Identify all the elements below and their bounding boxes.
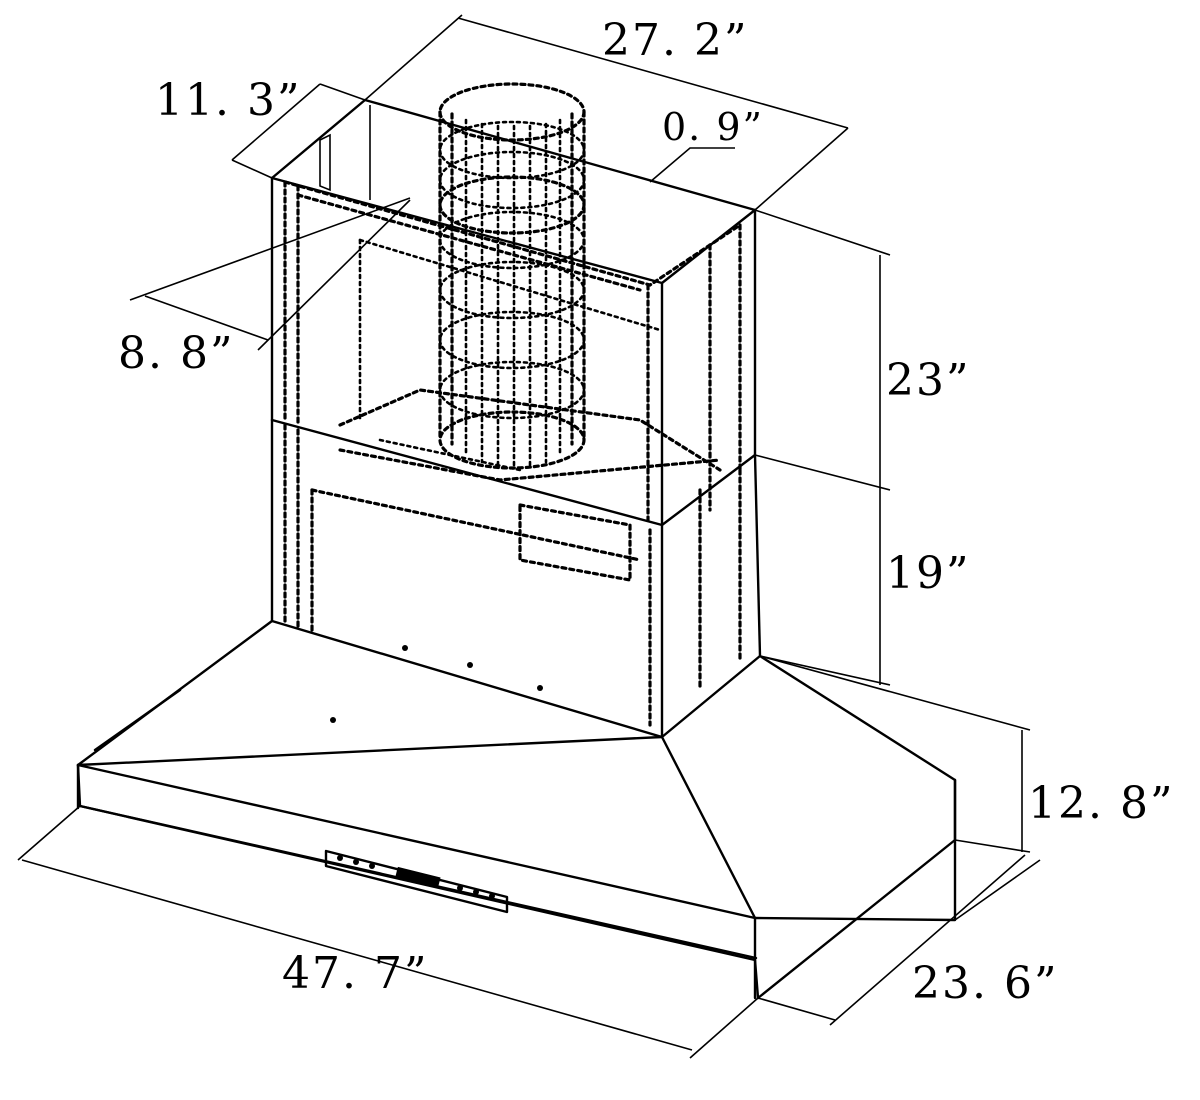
label-hood-width: 47. 7” <box>282 948 428 999</box>
hood-right-bottom-edge <box>756 838 957 1000</box>
label-inner-depth: 8. 8” <box>118 328 234 379</box>
control-panel <box>324 849 509 914</box>
lower-chimney <box>270 418 762 739</box>
filter-cylinder <box>438 82 586 470</box>
label-hood-height: 12. 8” <box>1028 778 1174 829</box>
label-chimney-width: 27. 2” <box>602 15 748 66</box>
label-chimney-depth: 11. 3” <box>155 75 301 126</box>
dimension-lines <box>17 14 1041 1059</box>
label-filter-offset: 0. 9” <box>662 105 764 149</box>
hood-left-slope-inner <box>93 688 182 752</box>
dimension-labels: 27. 2” 11. 3” 0. 9” 8. 8” 23” 19” 12. 8”… <box>118 15 1174 1009</box>
hood-front-top-edge <box>76 735 664 767</box>
hood-top-right-line <box>660 654 762 739</box>
label-lower-chimney-height: 19” <box>886 548 970 599</box>
label-hood-depth: 23. 6” <box>912 958 1058 1009</box>
hood-front-upper-line <box>76 763 757 920</box>
label-upper-chimney-height: 23” <box>886 355 970 406</box>
hood-right-panel <box>753 654 957 922</box>
hood-canopy <box>76 619 957 1000</box>
hood-top-front-line <box>270 619 757 920</box>
